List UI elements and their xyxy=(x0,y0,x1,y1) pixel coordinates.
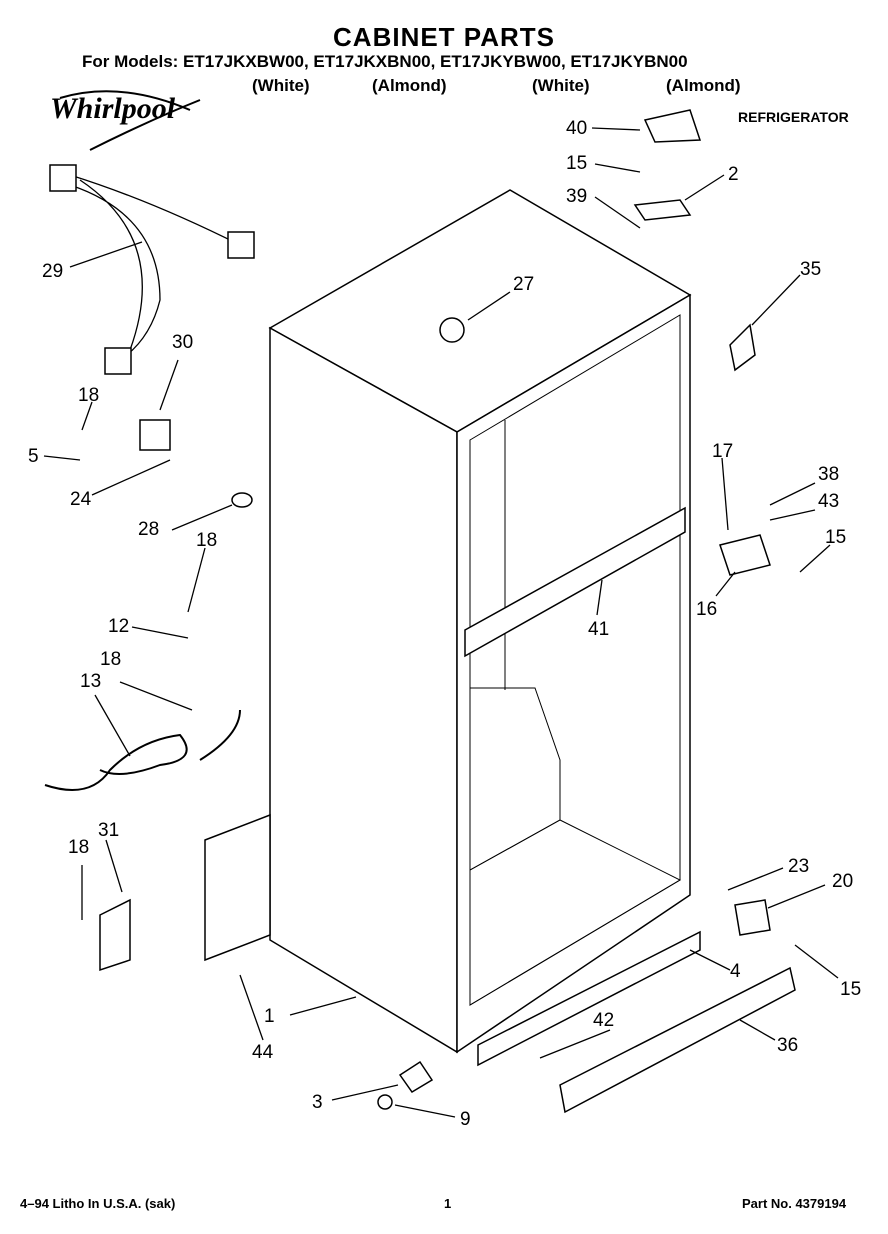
callout-24: 24 xyxy=(70,489,92,510)
callout-18: 18 xyxy=(68,837,90,858)
grommet xyxy=(231,492,253,508)
callout-15: 15 xyxy=(825,527,847,548)
callout-29: 29 xyxy=(42,261,64,282)
harness-connector xyxy=(227,231,255,259)
gasket xyxy=(139,419,171,451)
color-label: (White) xyxy=(532,76,590,95)
color-label: (Almond) xyxy=(372,76,447,95)
harness-connector xyxy=(49,164,77,192)
callout-36: 36 xyxy=(777,1035,799,1056)
bottom-strip xyxy=(477,930,701,1067)
side-cover xyxy=(99,898,131,972)
callout-28: 28 xyxy=(138,519,160,540)
mullion-bar xyxy=(464,506,686,658)
callout-5: 5 xyxy=(28,446,39,467)
color-label: (Almond) xyxy=(666,76,741,95)
callout-18: 18 xyxy=(196,530,218,551)
center-hinge xyxy=(719,534,771,576)
base-grille xyxy=(559,966,796,1114)
callout-31: 31 xyxy=(98,820,120,841)
cover-clip xyxy=(729,323,756,372)
page-title: CABINET PARTS xyxy=(333,22,555,52)
callout-13: 13 xyxy=(80,671,102,692)
power-cord xyxy=(44,709,241,791)
bottom-hinge xyxy=(734,899,771,936)
cabinet-body xyxy=(268,189,692,1054)
callout-41: 41 xyxy=(588,619,610,640)
callout-4: 4 xyxy=(730,961,741,982)
mounting-bracket xyxy=(204,813,271,962)
callout-15: 15 xyxy=(840,979,862,1000)
part-number: Part No. 4379194 xyxy=(742,1196,847,1211)
callout-16: 16 xyxy=(696,599,718,620)
callout-1: 1 xyxy=(264,1006,275,1027)
litho-note: 4–94 Litho In U.S.A. (sak) xyxy=(20,1196,176,1211)
leader-lines xyxy=(43,127,839,1118)
logo-swoosh xyxy=(59,90,201,151)
models-line: For Models: ET17JKXBW00, ET17JKXBN00, ET… xyxy=(82,52,688,71)
callout-40: 40 xyxy=(566,118,588,139)
callout-3: 3 xyxy=(312,1092,323,1113)
callout-43: 43 xyxy=(818,491,840,512)
callout-2: 2 xyxy=(728,164,739,185)
callout-42: 42 xyxy=(593,1010,615,1031)
callout-15: 15 xyxy=(566,153,588,174)
callout-30: 30 xyxy=(172,332,194,353)
callout-12: 12 xyxy=(108,616,130,637)
harness-connector xyxy=(104,347,132,375)
callout-39: 39 xyxy=(566,186,588,207)
callout-23: 23 xyxy=(788,856,810,877)
knob xyxy=(377,1094,393,1110)
product-type: REFRIGERATOR xyxy=(738,109,849,125)
top-cover xyxy=(643,109,702,143)
callout-18: 18 xyxy=(78,385,100,406)
callout-44: 44 xyxy=(252,1042,274,1063)
color-label: (White) xyxy=(252,76,310,95)
callout-17: 17 xyxy=(712,441,734,462)
switch xyxy=(398,1060,434,1094)
plug-button xyxy=(439,317,465,343)
wiring-harness xyxy=(69,174,241,361)
callout-35: 35 xyxy=(800,259,822,280)
callout-27: 27 xyxy=(513,274,535,295)
callout-18: 18 xyxy=(100,649,122,670)
callout-38: 38 xyxy=(818,464,840,485)
page-number: 1 xyxy=(444,1196,452,1211)
callout-20: 20 xyxy=(832,871,854,892)
top-hinge xyxy=(633,199,692,221)
callout-9: 9 xyxy=(460,1109,471,1130)
